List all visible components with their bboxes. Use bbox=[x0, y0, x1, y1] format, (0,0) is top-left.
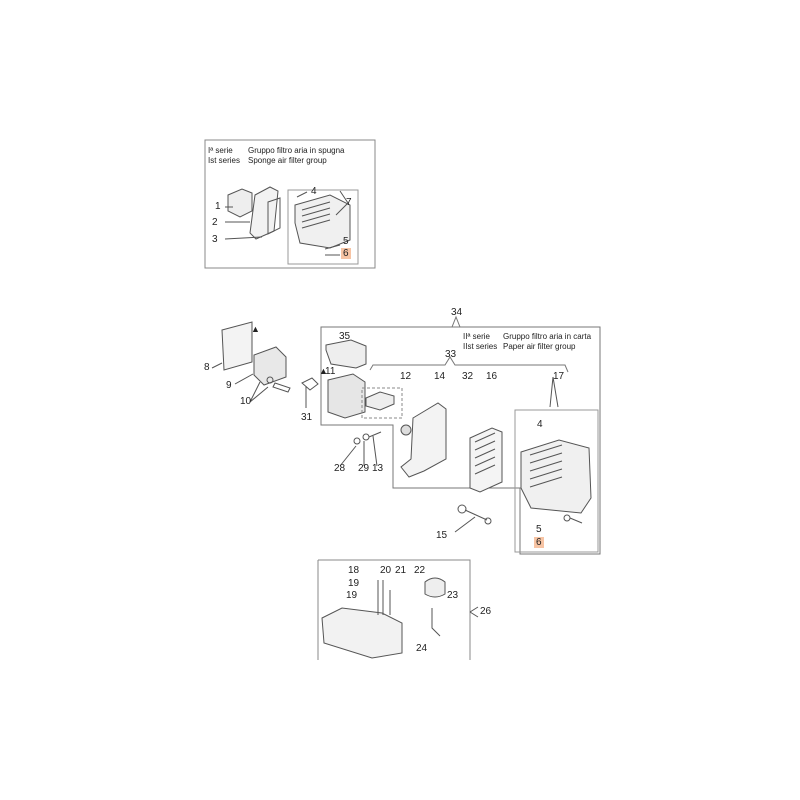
callout-33[interactable]: 33 bbox=[445, 349, 457, 360]
callout-8[interactable]: 8 bbox=[204, 362, 210, 373]
callout-19a[interactable]: 19 bbox=[348, 578, 360, 589]
callout-34[interactable]: 34 bbox=[451, 307, 463, 318]
callout-15[interactable]: 15 bbox=[436, 530, 448, 541]
series-label: IIst series bbox=[463, 342, 498, 351]
callout-4b[interactable]: 4 bbox=[537, 419, 543, 430]
group-title-en: Sponge air filter group bbox=[248, 156, 327, 165]
series-label: IIª serie bbox=[463, 332, 490, 341]
callout-16[interactable]: 16 bbox=[486, 371, 498, 382]
series-label: Iª serie bbox=[208, 146, 233, 155]
callout-29[interactable]: 29 bbox=[358, 463, 370, 474]
callout-31[interactable]: 31 bbox=[301, 412, 313, 423]
callout-11[interactable]: 11 bbox=[325, 366, 336, 377]
callout-32[interactable]: 32 bbox=[462, 371, 474, 382]
callout-24[interactable]: 24 bbox=[416, 643, 428, 654]
callout-18[interactable]: 18 bbox=[348, 565, 360, 576]
callout-20[interactable]: 20 bbox=[380, 565, 392, 576]
callout-7[interactable]: 7 bbox=[346, 197, 352, 208]
callout-21[interactable]: 21 bbox=[395, 565, 407, 576]
callout-5[interactable]: 5 bbox=[343, 236, 349, 247]
panel-paper-header: IIª serie Gruppo filtro aria in carta IIs… bbox=[463, 332, 591, 352]
panel-sponge-header: Iª serie Gruppo filtro aria in spugna Ist… bbox=[208, 146, 345, 166]
callout-6-highlighted[interactable]: 6 bbox=[341, 248, 351, 259]
callout-26[interactable]: 26 bbox=[480, 606, 492, 617]
warning-icon: ▲ bbox=[251, 324, 260, 334]
callout-4[interactable]: 4 bbox=[311, 186, 317, 197]
group-title-it: Gruppo filtro aria in spugna bbox=[248, 146, 345, 155]
callout-23[interactable]: 23 bbox=[447, 590, 459, 601]
warning-icon: ▲ bbox=[319, 366, 328, 376]
callout-9[interactable]: 9 bbox=[226, 380, 232, 391]
group-title-it: Gruppo filtro aria in carta bbox=[503, 332, 592, 341]
callout-17[interactable]: 17 bbox=[553, 371, 565, 382]
callout-5b[interactable]: 5 bbox=[536, 524, 542, 535]
callout-1[interactable]: 1 bbox=[215, 201, 221, 212]
callout-13[interactable]: 13 bbox=[372, 463, 384, 474]
callout-2[interactable]: 2 bbox=[212, 217, 218, 228]
callout-6b-highlighted[interactable]: 6 bbox=[534, 537, 544, 548]
callout-35[interactable]: 35 bbox=[339, 331, 351, 342]
series-label: Ist series bbox=[208, 156, 241, 165]
callout-3[interactable]: 3 bbox=[212, 234, 218, 245]
callout-12[interactable]: 12 bbox=[400, 371, 412, 382]
callout-28[interactable]: 28 bbox=[334, 463, 346, 474]
callout-22[interactable]: 22 bbox=[414, 565, 426, 576]
callout-19b[interactable]: 19 bbox=[346, 590, 358, 601]
callout-14[interactable]: 14 bbox=[434, 371, 446, 382]
group-title-en: Paper air filter group bbox=[503, 342, 576, 351]
callout-10[interactable]: 10 bbox=[240, 396, 252, 407]
